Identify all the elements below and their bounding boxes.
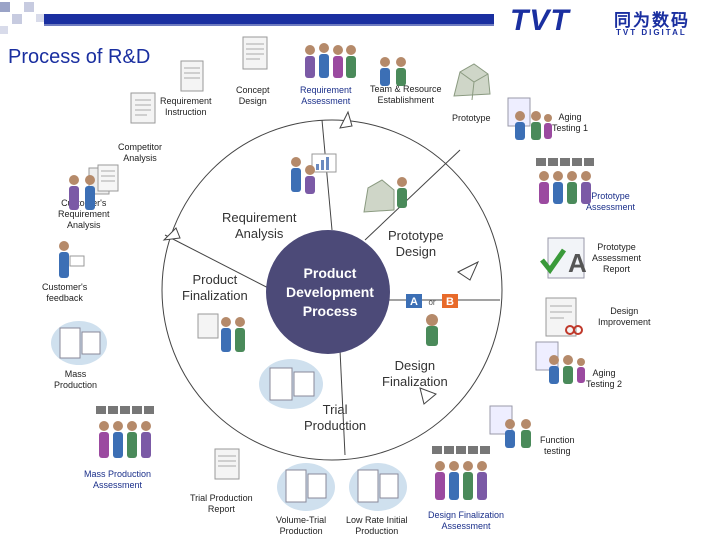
stage-design-finalization: Design Finalization	[382, 358, 448, 389]
page-title: Process of R&D	[8, 46, 151, 68]
label-volume-trial-production: Volume-Trial Production	[276, 515, 327, 536]
report-check-icon: A	[540, 237, 587, 279]
production-screen-icon	[51, 321, 107, 365]
production-screen-icon	[259, 359, 323, 409]
aging-testing-icon	[535, 341, 585, 384]
label-aging-testing-1: Aging Testing 1	[552, 112, 589, 133]
label-customer-feedback: Customer's feedback	[42, 282, 88, 303]
spoke-1	[321, 119, 333, 231]
prototype-rock-icon	[453, 63, 491, 101]
header-bar	[0, 2, 494, 34]
label-customer-requirement-analysis: Customer's Requirement Analysis	[58, 198, 110, 230]
label-requirement-assessment: Requirement Assessment	[300, 85, 352, 106]
document-icon	[130, 92, 156, 124]
design-team-icon	[363, 177, 407, 213]
stage-prototype-design: Prototype Design	[388, 228, 444, 259]
arrow-4	[162, 227, 181, 241]
arrow-2	[457, 260, 480, 281]
label-design-improvement: Design Improvement	[598, 306, 651, 327]
document-icon	[242, 36, 268, 70]
label-design-finalization-assessment: Design Finalization Assessment	[428, 510, 505, 531]
stage-product-finalization: Product Finalization	[182, 272, 248, 303]
scissors-document-icon	[545, 297, 583, 337]
assessment-team-icon	[536, 158, 594, 204]
analysis-team-icon	[291, 153, 337, 194]
finalization-team-icon	[197, 313, 245, 352]
ab-choice-icon: A or B	[406, 294, 458, 346]
label-aging-testing-2: Aging Testing 2	[586, 368, 623, 389]
spoke-4	[339, 349, 346, 456]
label-competitor-analysis: Competitor Analysis	[118, 142, 163, 163]
label-trial-production-report: Trial Production Report	[190, 493, 253, 514]
label-low-rate-initial-production: Low Rate Initial Production	[346, 515, 408, 536]
volume-trial-screen-icon	[277, 463, 335, 511]
stage-requirement-analysis: Requirement Analysis	[222, 210, 297, 241]
label-function-testing: Function testing	[540, 435, 575, 456]
label-mass-production: Mass Production	[54, 369, 98, 390]
label-mass-production-assessment: Mass Production Assessment	[84, 469, 152, 490]
spoke-5	[164, 234, 283, 296]
svg-text:A: A	[410, 296, 418, 308]
svg-text:B: B	[446, 296, 454, 308]
design-finalization-assessment-icon	[432, 446, 490, 500]
label-concept-design: Concept Design	[236, 85, 270, 106]
team-icon	[380, 57, 406, 86]
svg-text:A: A	[568, 248, 587, 278]
label-team-resource: Team & Resource Establishment	[370, 84, 442, 105]
mass-production-assessment-icon	[96, 406, 154, 458]
svg-text:or: or	[428, 298, 435, 307]
label-prototype-assessment: Prototype Assessment	[586, 191, 636, 212]
logo-tvt: TVT	[510, 4, 570, 37]
testing-team-icon	[507, 97, 552, 140]
spoke-2	[364, 149, 461, 241]
arrow-1	[339, 110, 353, 129]
label-prototype: Prototype	[452, 113, 491, 123]
center-circle	[266, 230, 390, 354]
label-requirement-instruction: Requirement Instruction	[160, 96, 212, 117]
label-prototype-assessment-report: Prototype Assessment Report	[592, 242, 642, 274]
customer-feedback-icon	[59, 241, 85, 278]
customer-icon	[69, 175, 95, 210]
center-label: Product Development Process	[286, 265, 374, 319]
low-rate-screen-icon	[349, 463, 407, 511]
stage-trial-production: Trial Production	[304, 402, 367, 433]
function-testing-icon	[489, 405, 531, 448]
team-icon	[305, 43, 356, 78]
cycle-ring	[161, 119, 503, 461]
arrow-3	[419, 387, 437, 405]
document-icon	[180, 60, 204, 92]
document-icon	[214, 448, 240, 480]
logo-subtitle: TVT DIGITAL	[616, 28, 687, 37]
logo-chinese: 同为数码	[614, 11, 690, 30]
